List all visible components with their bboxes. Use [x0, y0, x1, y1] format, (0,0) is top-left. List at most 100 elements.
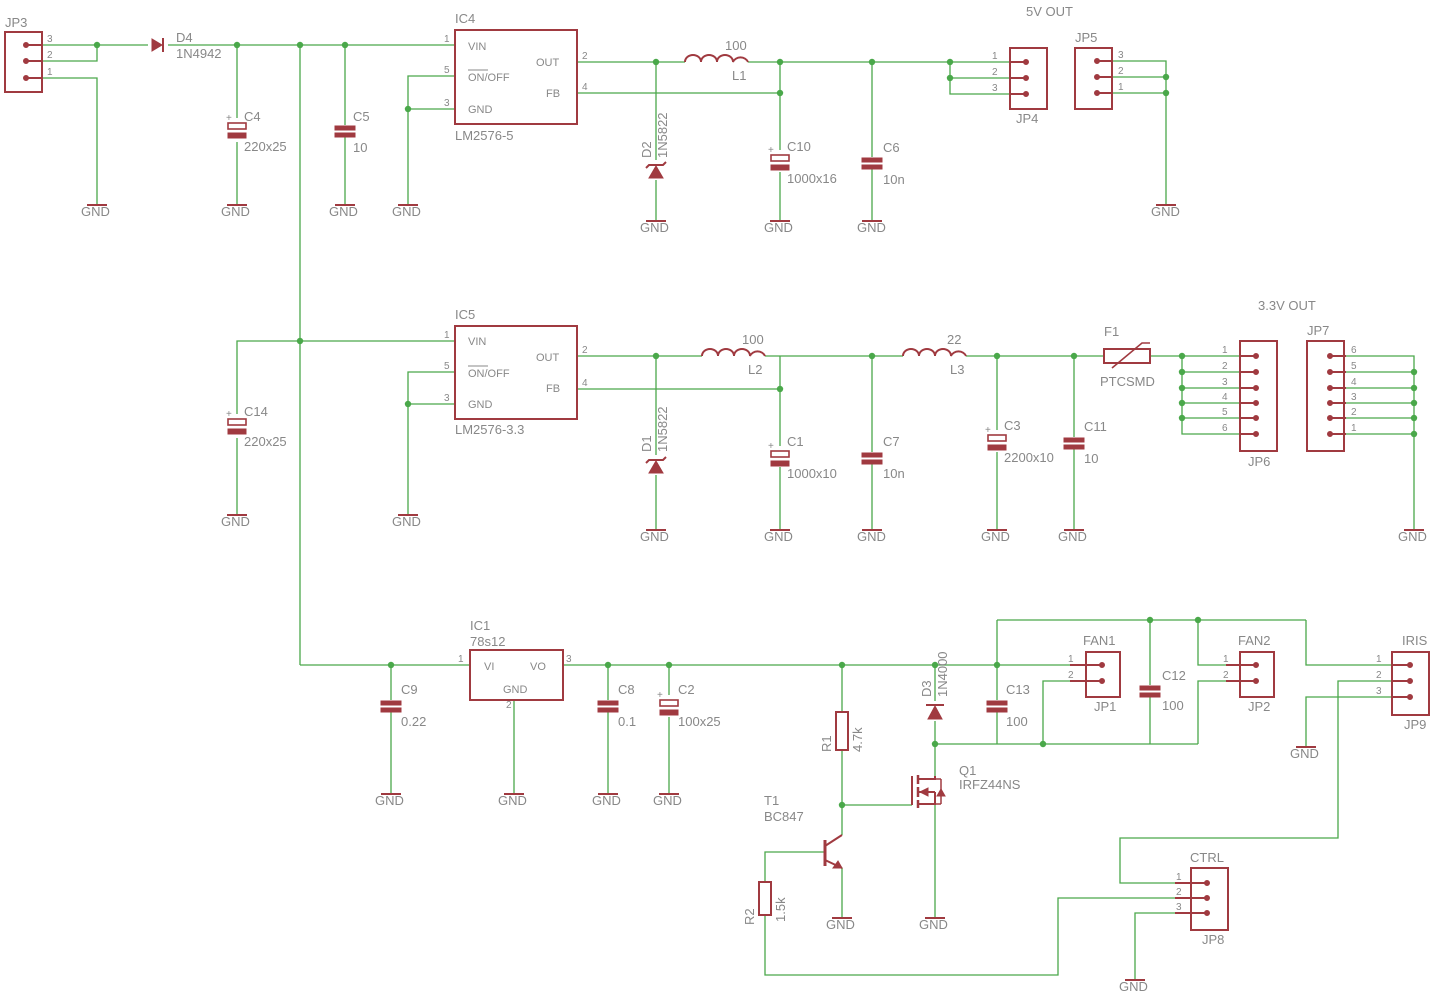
- svg-text:GND: GND: [826, 917, 855, 932]
- ic4-pinnum-2: 2: [582, 51, 588, 62]
- jp6-pin-2: 2: [1222, 361, 1228, 372]
- jp7-pin-6: 6: [1351, 345, 1357, 356]
- ic4-pin-gnd: GND: [468, 104, 493, 116]
- svg-text:+: +: [657, 690, 663, 701]
- connector-jp5: JP5 3 2 1: [1074, 30, 1124, 110]
- ctrl-pin-1: 1: [1176, 872, 1182, 883]
- jp5-pin-a: 3: [1118, 50, 1124, 61]
- d4-value: 1N4942: [176, 46, 222, 61]
- c5-value: 10: [353, 140, 367, 155]
- jp5-pin-c: 1: [1118, 82, 1124, 93]
- c11-name: C11: [1084, 419, 1107, 434]
- q1-name: Q1: [959, 763, 976, 778]
- svg-text:GND: GND: [498, 793, 527, 808]
- iris-pin-2: 2: [1376, 670, 1382, 681]
- capacitor-c7: C7 10n: [861, 434, 905, 481]
- c7-name: C7: [883, 434, 900, 449]
- gnd-symbol: GND: [826, 917, 855, 932]
- ic1-pin-vi: VI: [484, 661, 494, 673]
- svg-text:GND: GND: [1119, 979, 1148, 994]
- c11-value: 10: [1084, 451, 1098, 466]
- gnd-symbol: GND: [653, 793, 682, 808]
- ic1-pinnum-2: 2: [506, 700, 512, 711]
- c5-name: C5: [353, 109, 370, 124]
- ic5-pin-gnd: GND: [468, 399, 493, 411]
- c13-name: C13: [1006, 682, 1030, 697]
- resistor-r2: R2 1.5k: [742, 881, 788, 925]
- d2-name: D2: [639, 141, 654, 158]
- d3-value: 1N4000: [935, 651, 950, 697]
- gnd-symbol: GND: [221, 514, 250, 529]
- capacitor-c14: + C14 220x25: [226, 404, 287, 449]
- gnd-symbol: GND: [1290, 746, 1319, 761]
- gnd-symbol: GND: [919, 917, 948, 932]
- t1-name: T1: [764, 793, 779, 808]
- l1-name: L1: [732, 68, 746, 83]
- jp8-label: JP8: [1202, 932, 1224, 947]
- jp7-pin-3: 3: [1351, 392, 1357, 403]
- ic5-pin-vin: VIN: [468, 336, 486, 348]
- svg-text:+: +: [768, 441, 774, 452]
- c14-value: 220x25: [244, 434, 287, 449]
- capacitor-c1: + C1 1000x10: [768, 434, 837, 481]
- capacitor-c12: C12 100: [1139, 668, 1186, 713]
- c3-name: C3: [1004, 418, 1021, 433]
- capacitor-c3: + C3 2200x10: [985, 418, 1054, 465]
- jp9-label: JP9: [1404, 717, 1426, 732]
- inductor-l2: 100 L2: [701, 332, 766, 377]
- ic1-pinnum-3: 3: [566, 654, 572, 665]
- ic5-pin-onoff: ON/OFF: [468, 368, 510, 380]
- ic5-value: LM2576-3.3: [455, 422, 524, 437]
- c8-name: C8: [618, 682, 635, 697]
- c13-value: 100: [1006, 714, 1028, 729]
- ic5-pinnum-1: 1: [444, 330, 450, 341]
- jp7-pin-5: 5: [1351, 361, 1357, 372]
- fan1-label: FAN1: [1083, 633, 1116, 648]
- capacitor-c6: C6 10n: [861, 140, 905, 187]
- fan2-pin-1: 1: [1223, 654, 1229, 665]
- svg-text:+: +: [226, 409, 232, 420]
- ctrl-pin-3: 3: [1176, 902, 1182, 913]
- jp6-label: JP6: [1248, 454, 1270, 469]
- gnd-symbol: GND: [392, 204, 421, 219]
- ic5-name: IC5: [455, 307, 475, 322]
- capacitor-c4: + C4 220x25: [226, 109, 287, 154]
- gnd-symbol: GND: [1058, 529, 1087, 544]
- ic1-pin-vo: VO: [530, 661, 546, 673]
- ic4-name: IC4: [455, 11, 475, 26]
- svg-text:GND: GND: [375, 793, 404, 808]
- connector-jp6: 1 2 3 4 5 6 JP6 3.3V OUT: [1222, 298, 1316, 469]
- ic4-pinnum-3: 3: [444, 98, 450, 109]
- ic1-name: IC1: [470, 618, 490, 633]
- d4-name: D4: [176, 30, 193, 45]
- svg-text:GND: GND: [1058, 529, 1087, 544]
- jp4-label: JP4: [1016, 111, 1038, 126]
- r2-name: R2: [742, 908, 757, 925]
- d1-value: 1N5822: [655, 406, 670, 452]
- svg-text:GND: GND: [919, 917, 948, 932]
- net-5v-out-label: 5V OUT: [1026, 4, 1073, 19]
- svg-text:GND: GND: [221, 514, 250, 529]
- jp3-label: JP3: [5, 15, 27, 30]
- jp6-pin-5: 5: [1222, 407, 1228, 418]
- connector-ctrl: CTRL 1 2 3 JP8: [1175, 850, 1229, 947]
- l3-value: 22: [947, 332, 961, 347]
- r2-value: 1.5k: [773, 897, 788, 922]
- d3-name: D3: [919, 680, 934, 697]
- c12-name: C12: [1162, 668, 1186, 683]
- capacitor-c11: C11 10: [1063, 419, 1107, 466]
- ic1-value: 78s12: [470, 634, 505, 649]
- svg-text:+: +: [768, 145, 774, 156]
- gnd-symbol: GND: [1119, 979, 1148, 994]
- gnd-symbol: GND: [1151, 204, 1180, 219]
- connector-jp4: 1 2 3 JP4 5V OUT: [992, 4, 1073, 126]
- iris-label: IRIS: [1402, 633, 1428, 648]
- svg-text:GND: GND: [640, 220, 669, 235]
- ctrl-label: CTRL: [1190, 850, 1224, 865]
- gnd-symbol: GND: [81, 204, 110, 219]
- svg-text:GND: GND: [857, 529, 886, 544]
- fuse-f1: F1 PTCSMD: [1100, 324, 1155, 389]
- ic5-pinnum-4: 4: [582, 378, 588, 389]
- gnd-symbol: GND: [592, 793, 621, 808]
- svg-text:+: +: [985, 425, 991, 436]
